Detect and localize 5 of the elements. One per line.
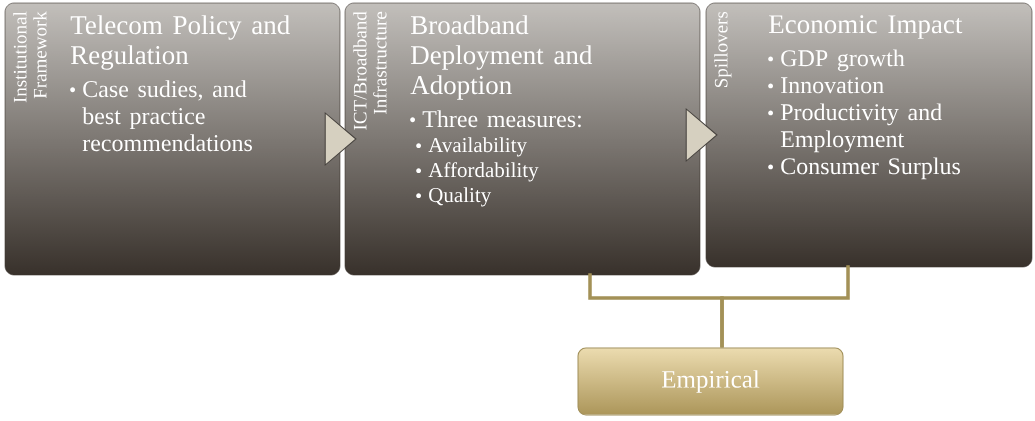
process-box: Spillovers Economic Impact GDP growth Innovation Productivity and Employment Consumer Surplus (705, 2, 1033, 268)
result-box: Empirical (577, 347, 844, 416)
bracket-line (720, 265, 850, 348)
arrow (324, 112, 357, 166)
arrow (685, 108, 718, 162)
